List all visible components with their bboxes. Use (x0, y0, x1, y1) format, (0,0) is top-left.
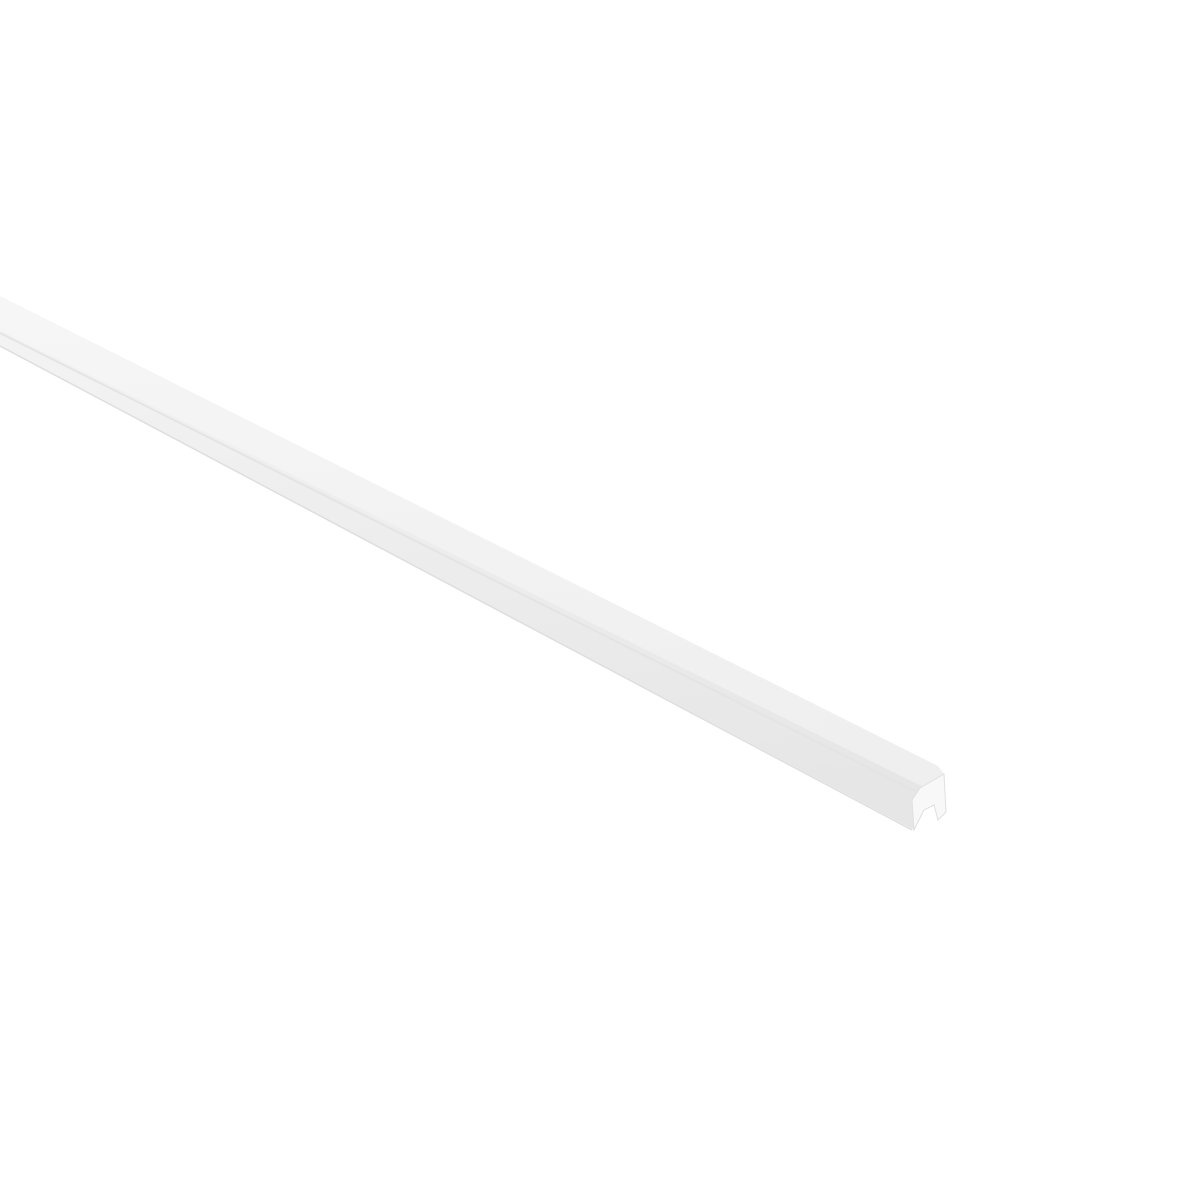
strip-top-face (0, 296, 944, 790)
strip-end-cap (911, 773, 947, 832)
strip-front-face (0, 330, 930, 830)
strip-ridge (0, 332, 926, 797)
strip-bottom-edge (0, 345, 913, 831)
